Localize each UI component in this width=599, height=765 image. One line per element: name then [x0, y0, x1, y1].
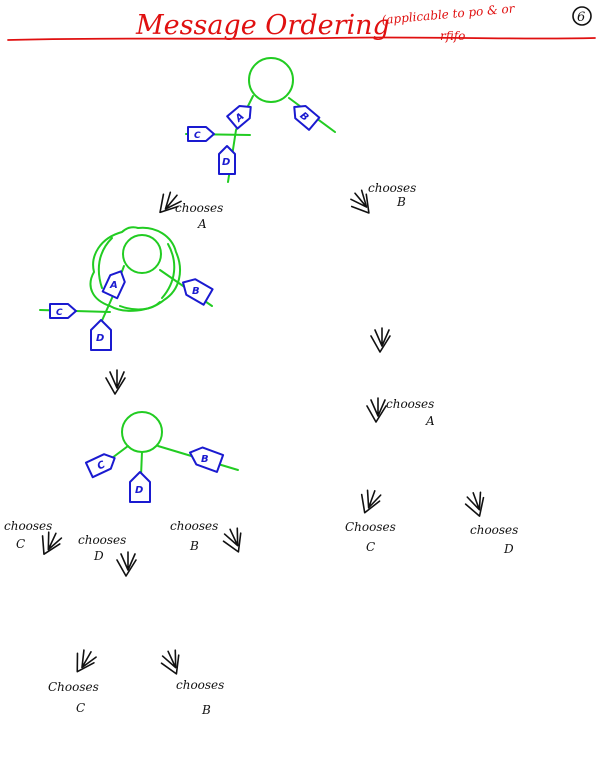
- title-underline: [7, 36, 596, 41]
- choice-label: chooses: [386, 397, 434, 411]
- state-3: C D B: [84, 411, 239, 503]
- left-choice-c: chooses C: [4, 519, 64, 560]
- header: Message Ordering (applicable to po & or …: [7, 1, 596, 43]
- message-c: C: [49, 303, 77, 319]
- implies-arrow: [105, 369, 126, 395]
- choice-message: A: [425, 414, 435, 428]
- page-number-circle: [572, 6, 592, 26]
- choice-label: chooses: [4, 519, 52, 533]
- choice-message: D: [503, 542, 514, 556]
- paren-note-line2: rfifo: [440, 29, 465, 43]
- choice-label: Chooses: [48, 680, 99, 694]
- choice-label: chooses: [170, 519, 218, 533]
- message-b: B: [182, 278, 214, 306]
- message-d: D: [90, 319, 112, 351]
- choice-message: B: [396, 195, 406, 209]
- choice-label: chooses: [368, 181, 416, 195]
- choice-message: C: [16, 537, 25, 551]
- choice-label: chooses: [175, 201, 223, 215]
- implies-arrow: [355, 486, 384, 517]
- choice-message: C: [366, 540, 375, 554]
- right-step2: chooses A: [366, 397, 435, 428]
- choice-label: chooses: [470, 523, 518, 537]
- message-d: D: [218, 145, 236, 175]
- message-a: A: [226, 105, 252, 130]
- message-d: D: [129, 471, 151, 503]
- svg-text:B: B: [192, 286, 200, 297]
- svg-text:A: A: [109, 280, 118, 291]
- choice-message: B: [189, 539, 199, 553]
- state-2: A B C D: [39, 226, 214, 351]
- implies-arrow: [370, 327, 391, 353]
- page-title: Message Ordering: [135, 10, 390, 41]
- right-choice-d: chooses D: [462, 489, 518, 556]
- svg-text:C: C: [194, 131, 201, 141]
- implies-arrow: [68, 645, 99, 678]
- message-b: B: [188, 446, 225, 473]
- right-choice-c: Chooses C: [345, 486, 396, 554]
- message-a: A: [101, 270, 126, 300]
- left-step1: chooses A: [152, 187, 223, 231]
- choice-label: chooses: [176, 678, 224, 692]
- svg-text:B: B: [201, 454, 209, 465]
- left-bottom-choice-c: Chooses C: [48, 645, 99, 715]
- paren-note-line1: (applicable to po & or: [381, 1, 516, 27]
- implies-arrow: [35, 527, 64, 560]
- choice-message: A: [197, 217, 207, 231]
- svg-text:C: C: [56, 308, 63, 318]
- choice-label: Chooses: [345, 520, 396, 534]
- choice-message: C: [76, 701, 85, 715]
- implies-arrow: [219, 525, 249, 557]
- choice-message: D: [93, 549, 104, 563]
- implies-arrow: [116, 551, 137, 577]
- state-1: A B C D: [185, 57, 336, 183]
- choice-label: chooses: [78, 533, 126, 547]
- process-node: [122, 234, 162, 274]
- message-c: C: [187, 126, 215, 142]
- left-choice-b: chooses B: [170, 519, 249, 557]
- choice-message: B: [201, 703, 211, 717]
- implies-arrow: [157, 647, 187, 679]
- implies-arrow: [366, 397, 387, 423]
- consumed-halo: [89, 226, 181, 312]
- right-step1: chooses B: [345, 181, 416, 220]
- message-b: B: [293, 105, 321, 131]
- message-c: C: [84, 453, 116, 479]
- implies-arrow: [462, 489, 490, 520]
- page-number: 6: [577, 10, 585, 25]
- process-node: [248, 57, 294, 103]
- svg-text:C: C: [96, 459, 108, 472]
- left-choice-d: chooses D: [78, 533, 137, 577]
- left-bottom-choice-b: chooses B: [157, 647, 224, 717]
- svg-text:D: D: [135, 485, 143, 496]
- svg-text:D: D: [96, 333, 104, 344]
- svg-text:D: D: [222, 157, 230, 168]
